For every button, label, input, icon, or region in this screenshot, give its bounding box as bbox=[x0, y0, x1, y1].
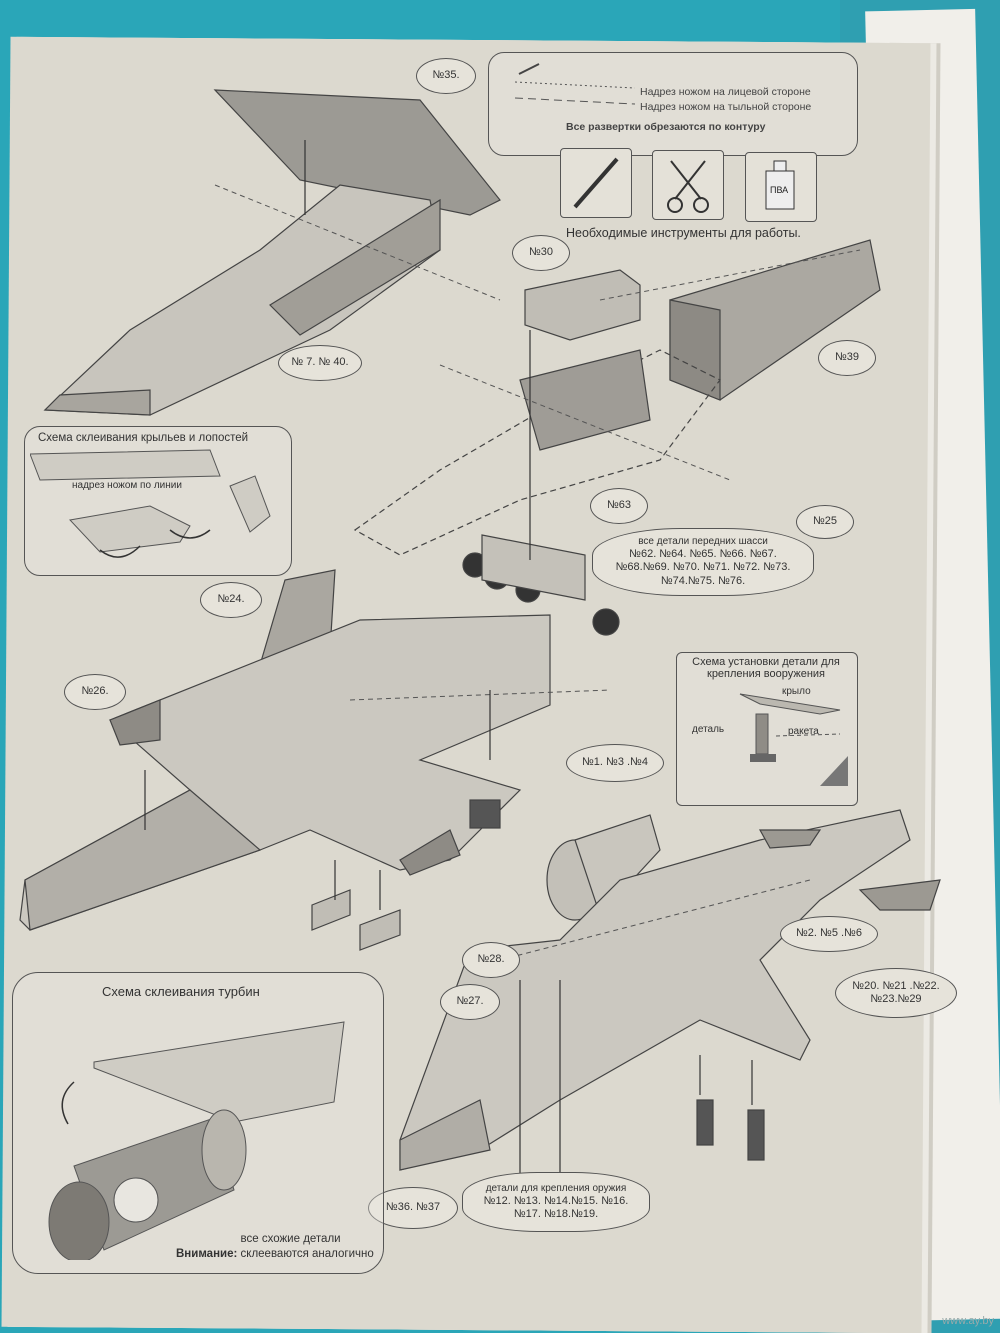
label-part-20-29: №20. №21 .№22. №23.№29 bbox=[835, 968, 957, 1018]
label-part-24: №24. bbox=[200, 582, 262, 618]
weapon-mount-list: №12. №13. №14.№15. №16. №17. №18.№19. bbox=[483, 1194, 629, 1220]
weapon-mount-title: детали для крепления оружия bbox=[485, 1182, 627, 1194]
glue-bottle-icon bbox=[765, 160, 795, 210]
turbine-scheme-title: Схема склеивания турбин bbox=[102, 984, 260, 999]
turbine-warning-text: все схожие детали склееваются аналогично bbox=[240, 1233, 374, 1260]
label-part-2-5-6: №2. №5 .№6 bbox=[780, 916, 878, 952]
weapon-mount-parts-label: детали для крепления оружия №12. №13. №1… bbox=[462, 1172, 650, 1232]
tools-caption: Необходимые инструменты для работы. bbox=[566, 226, 801, 240]
turbine-scheme-drawing bbox=[48, 1021, 345, 1260]
scissors-tool bbox=[652, 150, 724, 220]
turbine-warning-bold: Внимание: bbox=[176, 1247, 238, 1260]
wing-scheme-title: Схема склеивания крыльев и лопостей bbox=[38, 432, 249, 444]
nose-gear-parts-label: все детали передних шасси №62. №64. №65.… bbox=[592, 528, 814, 596]
scalpel-tool bbox=[560, 148, 632, 218]
label-part-1-3-4: №1. №3 .№4 bbox=[566, 744, 664, 782]
legend-front-cut: Надрез ножом на лицевой стороне bbox=[640, 86, 811, 98]
mount-rocket-label: ракета bbox=[788, 726, 819, 737]
label-part-30: №30 bbox=[512, 235, 570, 271]
wing-scheme-cut-label: надрез ножом по линии bbox=[72, 480, 182, 491]
label-part-7-40: № 7. № 40. bbox=[278, 345, 362, 381]
legend-note: Все развертки обрезаются по контуру bbox=[566, 121, 766, 133]
nose-gear-title: все детали передних шасси bbox=[638, 536, 768, 548]
fuselage-upper bbox=[43, 184, 441, 416]
glue-label: ПВА bbox=[770, 185, 789, 195]
part-30-block bbox=[524, 269, 641, 341]
label-part-63: №63 bbox=[590, 488, 648, 524]
mount-part-label: деталь bbox=[692, 724, 725, 735]
part-35-panel bbox=[213, 89, 501, 216]
watermark: www.ay.by bbox=[942, 1315, 994, 1327]
mount-scheme-drawing bbox=[739, 693, 848, 786]
wing-scheme-drawing bbox=[30, 449, 271, 558]
label-part-20-29-text: №20. №21 .№22. №23.№29 bbox=[852, 979, 940, 1005]
label-part-35: №35. bbox=[416, 58, 476, 94]
label-part-27: №27. bbox=[440, 984, 500, 1020]
label-part-39: №39 bbox=[818, 340, 876, 376]
scalpel-icon bbox=[573, 157, 619, 209]
legend-back-cut: Надрез ножом на тыльной стороне bbox=[640, 101, 812, 113]
label-part-25: №25 bbox=[796, 505, 854, 539]
label-part-26: №26. bbox=[64, 674, 126, 710]
mount-scheme-title: Схема установки детали для крепления воо… bbox=[692, 656, 840, 680]
mount-wing-label: крыло bbox=[782, 686, 811, 697]
turbine-warning: Внимание: все схожие детали склееваются … bbox=[176, 1232, 411, 1262]
legend-box bbox=[488, 52, 858, 156]
glue-tool: ПВА bbox=[745, 152, 817, 222]
knife-icon bbox=[514, 63, 636, 105]
nose-gear-list: №62. №64. №65. №66. №67. №68.№69. №70. №… bbox=[615, 548, 791, 587]
label-part-28: №28. bbox=[462, 942, 520, 978]
scissors-icon bbox=[667, 160, 709, 213]
